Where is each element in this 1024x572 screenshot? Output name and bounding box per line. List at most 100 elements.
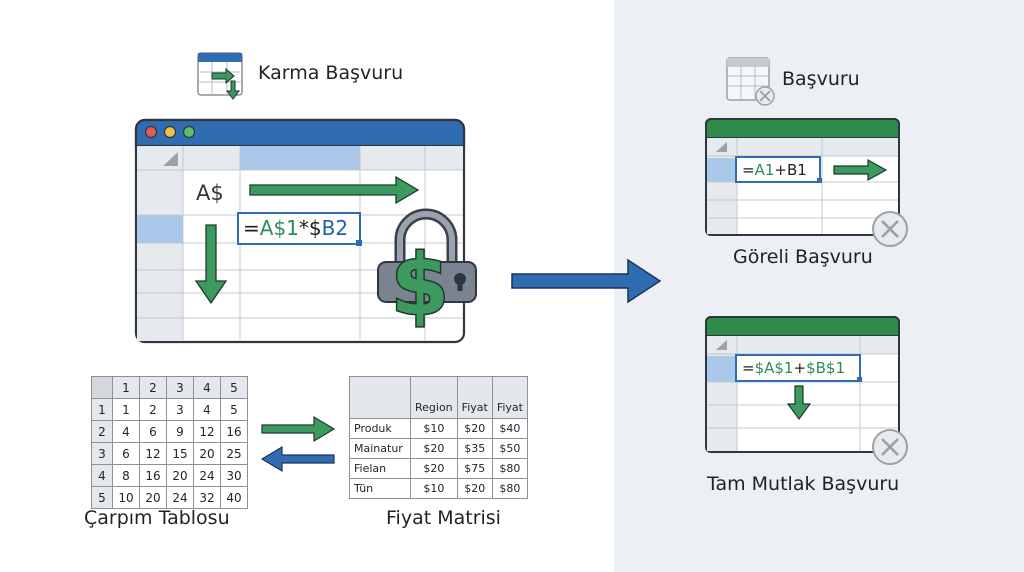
column-header-cell: Fiyat: [491, 376, 528, 419]
right-arrow-icon: [261, 415, 336, 443]
table-cell: $20: [456, 478, 493, 499]
reference-panel: [614, 0, 1024, 572]
window-dots-icon: [144, 125, 196, 139]
formula-segment: $A$1: [754, 359, 794, 377]
table-cell: $75: [456, 458, 493, 479]
row-header-cell: Mainatur: [349, 438, 411, 459]
relative-formula: =A1+B1: [742, 161, 807, 179]
column-header-cell: Fiyat: [456, 376, 493, 419]
table-cell: 24: [166, 486, 194, 509]
table-cell: $50: [491, 438, 528, 459]
formula-segment: =: [742, 359, 755, 377]
column-header-cell: 2: [139, 376, 167, 399]
spreadsheet-x-icon: [726, 57, 775, 106]
table-cell: 6: [139, 420, 167, 443]
table-cell: 32: [193, 486, 221, 509]
column-arrow-icon: [194, 224, 228, 305]
table-cell: 8: [112, 464, 140, 487]
table-cell: 12: [139, 442, 167, 465]
table-cell: $80: [491, 458, 528, 479]
relative-reference-sheet: [705, 118, 908, 247]
spreadsheet-arrow-icon: [197, 52, 243, 100]
row-header-cell: 4: [91, 464, 113, 487]
column-header-cell: Region: [410, 376, 458, 419]
table-cell: 4: [112, 420, 140, 443]
row-header-cell: Produk: [349, 418, 411, 439]
row-header-cell: 1: [91, 398, 113, 421]
row-header-cell: 2: [91, 420, 113, 443]
table-row: Mainatur$20$35$50: [349, 438, 528, 459]
row-header-cell: 3: [91, 442, 113, 465]
row-header-cell: Fielan: [349, 458, 411, 479]
row-header-cell: Tün: [349, 478, 411, 499]
mixed-formula: =A$1*$B2: [243, 216, 348, 240]
column-header-cell: 1: [112, 376, 140, 399]
table-corner-cell: [91, 376, 113, 399]
column-header-cell: 3: [166, 376, 194, 399]
row-lock-text: A$: [196, 181, 224, 205]
multiplication-table-title: Çarpım Tablosu: [84, 507, 230, 529]
table-cell: $20: [456, 418, 493, 439]
table-cell: 3: [166, 398, 194, 421]
formula-segment: +: [793, 359, 807, 377]
table-cell: 15: [166, 442, 194, 465]
table-cell: 16: [220, 420, 248, 443]
formula-segment: $: [308, 216, 322, 240]
table-cell: 10: [112, 486, 140, 509]
formula-segment: A1: [754, 161, 775, 179]
table-cell: 9: [166, 420, 194, 443]
table-cell: 24: [193, 464, 221, 487]
close-circle-icon: [872, 429, 908, 465]
table-row: Produk$10$20$40: [349, 418, 528, 439]
absolute-formula: =$A$1+$B$1: [742, 359, 845, 377]
mixed-reference-window: [134, 118, 466, 344]
table-cell: 40: [220, 486, 248, 509]
table-cell: 1: [112, 398, 140, 421]
reference-title: Başvuru: [782, 68, 860, 90]
formula-segment: $B$1: [806, 359, 845, 377]
formula-segment: *: [298, 216, 309, 240]
left-arrow-icon: [260, 445, 335, 473]
table-cell: 12: [193, 420, 221, 443]
row-header-cell: 5: [91, 486, 113, 509]
formula-segment: $1: [273, 216, 299, 240]
table-cell: 25: [220, 442, 248, 465]
table-cell: 20: [139, 486, 167, 509]
table-cell: $80: [491, 478, 528, 499]
formula-segment: =: [742, 161, 755, 179]
absolute-reference-title: Tam Mutlak Başvuru: [707, 473, 900, 495]
table-cell: 4: [193, 398, 221, 421]
table-cell: 16: [139, 464, 167, 487]
row-arrow-icon: [249, 175, 420, 205]
flow-arrow-icon: [511, 258, 662, 304]
padlock-dollar-icon: $: [377, 208, 477, 336]
formula-segment: A: [259, 216, 274, 240]
table-cell: 20: [193, 442, 221, 465]
table-cell: $20: [410, 438, 458, 459]
absolute-reference-sheet: [705, 316, 908, 465]
table-cell: 20: [166, 464, 194, 487]
price-matrix-title: Fiyat Matrisi: [386, 507, 501, 529]
table-cell: $40: [491, 418, 528, 439]
svg-text:$: $: [391, 236, 449, 334]
table-cell: $10: [410, 418, 458, 439]
column-header-cell: 4: [193, 376, 221, 399]
table-cell: 5: [220, 398, 248, 421]
formula-segment: B2: [321, 216, 349, 240]
relative-reference-title: Göreli Başvuru: [733, 246, 873, 268]
table-corner-cell: [349, 376, 411, 419]
close-circle-icon: [872, 211, 908, 247]
table-row: Tün$10$20$80: [349, 478, 528, 499]
formula-segment: +B1: [774, 161, 807, 179]
table-cell: $10: [410, 478, 458, 499]
